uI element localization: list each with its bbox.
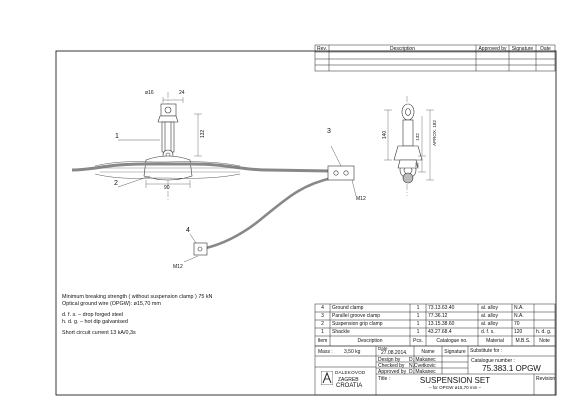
parts-row-pcs: 1 [416, 305, 420, 311]
parts-row-description: Shackle [332, 329, 350, 335]
parts-row-pcs: 1 [416, 313, 420, 319]
note-breaking-strength: Minimum breaking strength ( without susp… [62, 294, 213, 300]
date-value: 27.08.2014. [381, 350, 408, 356]
parts-row-note: h. d. g. [536, 329, 552, 335]
note-opgw: Optical ground wire (OPGW): ø15,70 mm [62, 301, 161, 307]
parts-row-mbs: N.A. [514, 305, 524, 311]
item-label-1: 1 [115, 133, 119, 140]
parts-row-catalogue: 73.13.63.40 [428, 305, 455, 311]
title-label: Title : [378, 376, 391, 382]
item-label-4: 4 [186, 227, 190, 234]
rev-header-description: Description [389, 46, 415, 52]
parts-header-catalogue: Catalogue no. [436, 338, 468, 344]
parts-row-material: d. f. s. [481, 329, 495, 335]
parts-header-note: Note [539, 338, 550, 344]
title-block-grid [314, 345, 556, 396]
parts-row-pcs: 1 [416, 329, 420, 335]
note-hdg: h. d. g. – hot dip galvanised [62, 319, 128, 325]
dim-width-top: 24 [179, 90, 185, 96]
dim-height-clamp: 132 [200, 129, 207, 139]
substitute-label: Substitute for : [470, 348, 503, 354]
drawing-title: SUSPENSION SET [419, 376, 491, 385]
design-label: Design by [378, 357, 401, 363]
parts-row-mbs: 70 [514, 321, 520, 327]
drawing-subtitle: – for OPGW ø15,70 mm – [428, 385, 482, 390]
parts-row-material: al. alloy [481, 321, 498, 327]
revision-table-grid [314, 44, 556, 72]
parts-row-catalogue: 13.15.38.60 [428, 321, 455, 327]
parts-header-pcs: Pcs. [413, 338, 423, 344]
parts-row-item: 1 [321, 329, 324, 335]
company-city: ZAGREB [338, 377, 359, 383]
catalogue-number: 75.383.1 OPGW [482, 364, 541, 373]
parts-row-mbs: N.A. [514, 313, 524, 319]
sheet-border [55, 50, 557, 396]
parts-row-catalogue: 77.36.12 [428, 313, 448, 319]
note-dfs: d. f. s. – drop forged steel [62, 312, 124, 318]
logo-mark-icon [321, 371, 333, 385]
parts-row-description: Suspension grip clamp [332, 321, 383, 327]
dim-side-30: 30 [414, 162, 420, 168]
ground-clamp [183, 233, 208, 263]
technical-notes: Minimum breaking strength ( without susp… [62, 294, 212, 337]
rev-header-approved: Approved by [478, 46, 507, 52]
company-country: CROATIA [336, 383, 363, 389]
note-short-circuit: Short circuit current 13 kA/0,3s [62, 330, 136, 336]
parallel-groove-clamp [327, 145, 357, 197]
name-label: Name [421, 349, 435, 355]
dim-pin-diameter: ø16 [145, 90, 154, 96]
parts-row-material: al. alloy [481, 313, 498, 319]
parts-header-material: Material [486, 338, 504, 344]
conductor [71, 161, 352, 250]
company-name: DALEKOVOD [335, 370, 366, 375]
side-view [384, 96, 434, 196]
item-label-2: 2 [114, 180, 118, 187]
front-view [117, 92, 202, 200]
checked-label: Checked by [378, 363, 405, 369]
signature-label: Signature [444, 349, 466, 355]
parts-row-description: Parallel groove clamp [332, 313, 381, 319]
parts-header-description: Description [357, 338, 383, 344]
parts-row-material: al. alloy [481, 305, 498, 311]
mass-label: Mass : [318, 349, 333, 355]
parts-row-item: 3 [321, 313, 324, 319]
date-label: Date [378, 346, 388, 351]
design-name: D. Makanec [409, 357, 436, 363]
rev-header-signature: Signature [511, 46, 534, 52]
bolt-label-m12-b: M12 [173, 264, 183, 270]
item-label-3: 3 [327, 128, 331, 135]
approved-label: Approved by [378, 369, 407, 375]
checked-name: N.Cvetkovic [409, 363, 436, 369]
catalogue-label: Catalogue number : [471, 358, 515, 364]
parts-header-mbs: M.B.S. [515, 338, 531, 344]
approved-name: D. Makanec [409, 369, 436, 375]
parts-row-mbs: 120 [514, 329, 523, 335]
rev-header-rev: Rev. [317, 46, 327, 52]
company-logo: DALEKOVOD ZAGREB CROATIA [321, 369, 373, 391]
parts-header-item: Item [317, 338, 328, 344]
rev-header-date: Date [540, 46, 551, 52]
dim-side-140: 140 [382, 130, 389, 140]
parts-row-item: 2 [321, 321, 324, 327]
parts-row-pcs: 1 [416, 321, 420, 327]
parts-row-item: 4 [321, 305, 324, 311]
bolt-label-m12-a: M12 [356, 196, 366, 202]
parts-row-catalogue: 43.27.68.4 [428, 329, 452, 335]
mass-value: 3,50 kg [344, 349, 361, 355]
parts-row-description: Ground clamp [332, 305, 364, 311]
dim-width-bottom: 90 [164, 185, 170, 191]
revision-label: Revision [536, 376, 556, 382]
dim-side-approx: APROX. 182 [431, 120, 437, 146]
dim-side-132: 132 [414, 133, 420, 141]
